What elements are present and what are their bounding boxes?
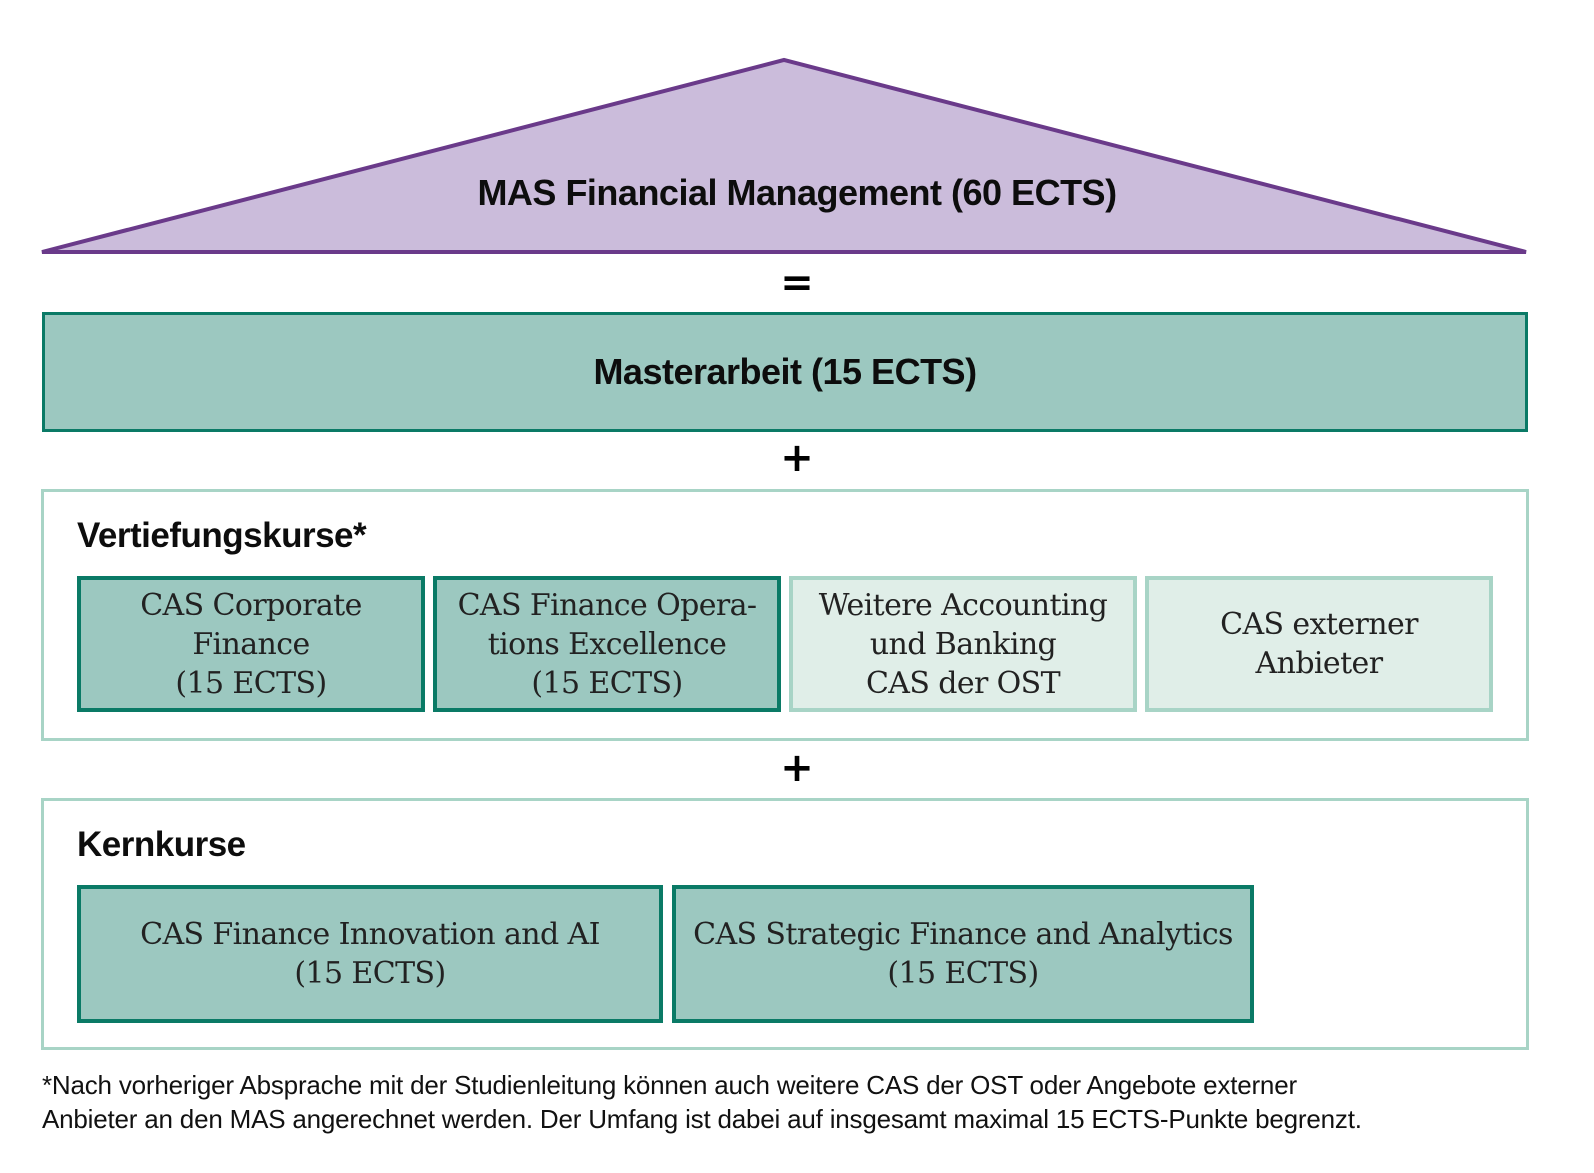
card-line: Weitere Accounting (818, 587, 1108, 623)
card-line: CAS Finance Innovation and AI (140, 917, 600, 952)
card-line: CAS der OST (865, 665, 1061, 701)
card-line: CAS externer (1220, 607, 1418, 642)
roof-triangle (41, 57, 1527, 254)
card-line: (15 ECTS) (887, 956, 1039, 991)
mas-roof (41, 57, 1527, 254)
core-card-strategic-finance-analytics: CAS Strategic Finance and Analytics (15 … (672, 885, 1254, 1023)
card-line: und Banking (869, 626, 1057, 662)
card-line: tions Excellence (487, 626, 727, 662)
equals-sign: = (780, 260, 814, 306)
card-line: CAS Corporate (140, 587, 362, 623)
master-thesis-box: Masterarbeit (15 ECTS) (42, 312, 1528, 432)
footnote: *Nach vorheriger Absprache mit der Studi… (42, 1068, 1572, 1136)
core-title: Kernkurse (77, 825, 246, 864)
master-thesis-label: Masterarbeit (15 ECTS) (593, 351, 977, 392)
elective-card-corporate-finance: CAS Corporate Finance (15 ECTS) (77, 576, 425, 712)
elective-card-other-ost: Weitere Accounting und Banking CAS der O… (789, 576, 1137, 712)
card-line: CAS Finance Opera- (457, 587, 757, 623)
core-card-finance-innovation-ai: CAS Finance Innovation and AI (15 ECTS) (77, 885, 663, 1023)
electives-title: Vertiefungskurse* (77, 516, 367, 555)
card-line: (15 ECTS) (294, 956, 446, 991)
card-line: (15 ECTS) (531, 665, 683, 701)
plus-sign-2: + (780, 745, 814, 791)
card-line: CAS Strategic Finance and Analytics (693, 917, 1233, 952)
plus-sign-1: + (780, 435, 814, 481)
footnote-line-2: Anbieter an den MAS angerechnet werden. … (42, 1104, 1362, 1134)
elective-card-finance-operations: CAS Finance Opera- tions Excellence (15 … (433, 576, 781, 712)
core-section: Kernkurse CAS Finance Innovation and AI … (41, 798, 1529, 1050)
electives-section: Vertiefungskurse* CAS Corporate Finance … (41, 489, 1529, 741)
footnote-line-1: *Nach vorheriger Absprache mit der Studi… (42, 1070, 1297, 1100)
card-line: (15 ECTS) (175, 665, 327, 701)
card-line: Anbieter (1255, 646, 1383, 681)
card-line: Finance (192, 626, 310, 662)
program-title: MAS Financial Management (60 ECTS) (477, 172, 1117, 213)
elective-card-external: CAS externer Anbieter (1145, 576, 1493, 712)
